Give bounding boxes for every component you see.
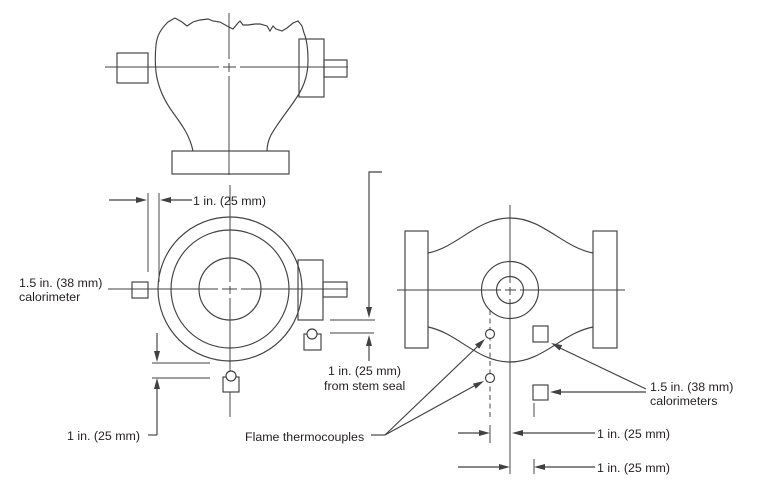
right-calorimeters-label-line1: 1.5 in. (38 mm): [650, 380, 733, 394]
front-view-stem-end: [323, 59, 348, 78]
stem-seal-dim-label-line1: 1 in. (25 mm): [328, 364, 401, 378]
plan-view: [108, 185, 348, 417]
plan-view-outer-circle: [157, 216, 303, 362]
left-calorimeter-label: 1.5 in. (38 mm) calorimeter: [19, 276, 102, 304]
plan-bottom-dimension: 1 in. (25 mm): [67, 333, 210, 443]
stem-seal-calorimeter-symbol: [303, 328, 322, 351]
side-view-body-top: [427, 217, 594, 254]
side-view: [397, 205, 625, 474]
stem-seal-dim-label-line2: from stem seal: [324, 379, 405, 393]
stem-seal-dimension: 1 in. (25 mm) from stem seal: [324, 171, 405, 393]
arrowhead-right: [479, 430, 490, 436]
leader-to-upper-calorimeter: [559, 347, 647, 390]
flame-thermocouple-upper: [484, 328, 496, 340]
front-view-base-flange: [171, 150, 290, 175]
arrowhead-down: [154, 351, 160, 362]
side-view-centerlines: [397, 205, 625, 474]
right-calorimeter-lower-symbol: [532, 384, 549, 401]
plan-bottom-dim-label: 1 in. (25 mm): [67, 429, 140, 443]
plan-view-inner-circle: [198, 257, 262, 321]
right-calorimeters-callout: 1.5 in. (38 mm) calorimeters: [550, 343, 733, 408]
arrowhead-left: [512, 430, 523, 436]
arrowhead-up: [366, 335, 372, 346]
front-view-left-port: [116, 52, 149, 84]
left-calorimeter-label-line2: calorimeter: [19, 290, 80, 304]
leader-to-lower-thermocouple: [384, 385, 475, 436]
side-view-boss-circle: [480, 260, 540, 320]
side-dimension-row1: 1 in. (25 mm): [458, 425, 670, 443]
side-dim-row1-label: 1 in. (25 mm): [597, 427, 670, 441]
front-view: [105, 13, 348, 175]
arrowhead: [550, 389, 561, 395]
arrowhead: [551, 343, 563, 351]
right-calorimeter-upper-symbol: [532, 325, 549, 343]
side-dimension-row2: 1 in. (25 mm): [458, 461, 670, 475]
leader-to-upper-thermocouple: [384, 345, 479, 436]
side-dim-row2-label: 1 in. (25 mm): [597, 461, 670, 475]
plan-view-middle-circle: [170, 229, 290, 349]
arrowhead-right: [136, 197, 147, 203]
arrowhead-left: [160, 197, 171, 203]
right-calorimeters-label-line2: calorimeters: [650, 394, 717, 408]
plan-top-dim-label: 1 in. (25 mm): [193, 194, 266, 208]
flame-thermocouples-callout: Flame thermocouples: [245, 339, 485, 444]
side-view-body-bottom: [427, 326, 594, 363]
front-view-centerlines: [105, 13, 348, 175]
arrowhead-right: [499, 464, 510, 470]
flame-thermocouples-label: Flame thermocouples: [245, 430, 364, 444]
plan-bottom-calorimeter-symbol: [222, 370, 240, 393]
arrowhead: [472, 381, 484, 389]
plan-view-stem-end: [322, 281, 348, 298]
arrowhead-left: [534, 464, 545, 470]
left-calorimeter-label-line1: 1.5 in. (38 mm): [19, 276, 102, 290]
arrowhead-up: [154, 378, 160, 389]
plan-top-dimension: 1 in. (25 mm): [109, 193, 266, 282]
front-view-body-outline: [154, 17, 309, 152]
arrowhead-down: [366, 307, 372, 318]
side-view-left-flange: [404, 230, 429, 349]
side-view-right-flange: [592, 230, 618, 349]
arrowhead: [475, 339, 485, 349]
flame-thermocouple-lower: [484, 372, 496, 384]
front-view-stem-housing: [298, 38, 325, 98]
plan-view-centerlines: [108, 185, 348, 417]
side-view-stem-circle: [495, 275, 525, 305]
left-calorimeter-symbol: [131, 281, 149, 299]
